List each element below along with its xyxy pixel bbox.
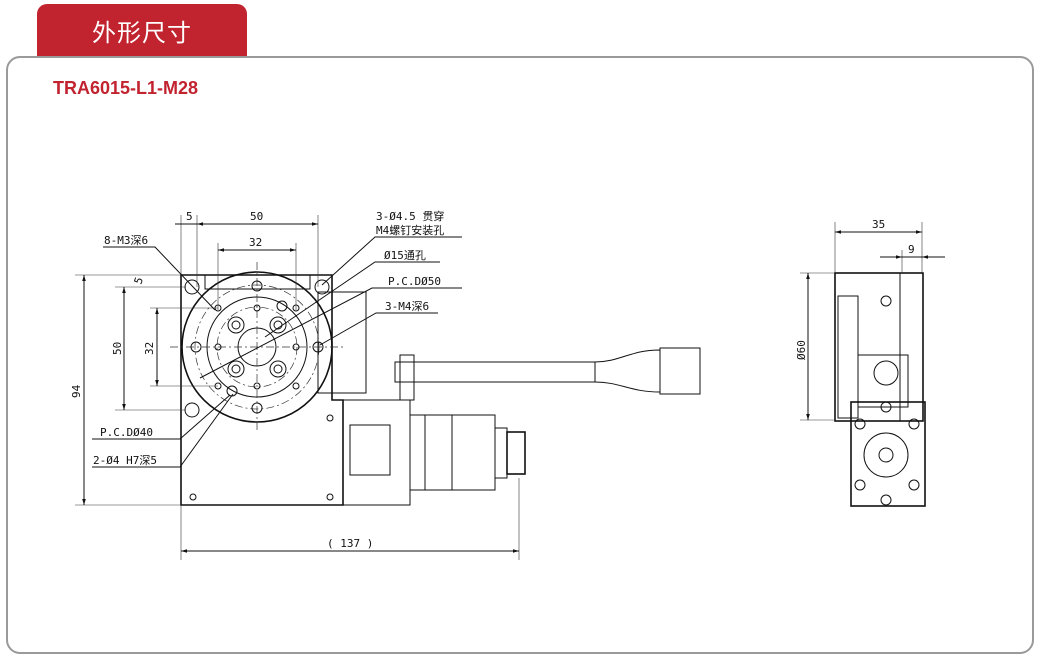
dimension-label: 5	[186, 210, 193, 223]
dimension-label: Ø15通孔	[384, 249, 426, 262]
drawing-panel	[6, 56, 1034, 654]
dimension-label: 35	[872, 218, 885, 231]
dimension-label: 94	[70, 384, 83, 398]
dimension-label: 3-M4深6	[385, 300, 429, 313]
front-view	[170, 262, 701, 506]
dimension-label: ( 137 )	[327, 537, 373, 550]
dimension-label: Ø60	[795, 340, 808, 360]
dimension-label: 9	[908, 243, 915, 256]
dimension-label: 3-Ø4.5 贯穿	[376, 209, 444, 223]
dimension-label: 8-M3深6	[104, 234, 148, 247]
side-view	[834, 272, 926, 507]
front-dimensions: 5 50 32 94 50 32 5 ( 137 ) 8-M3深6 3-Ø4.5…	[70, 209, 520, 560]
section-tab-dimensions[interactable]: 外形尺寸	[37, 4, 247, 56]
dimension-label: P.C.DØ50	[388, 275, 441, 288]
model-number: TRA6015-L1-M28	[53, 78, 199, 98]
dimension-label: 32	[249, 236, 262, 249]
dimension-label: 50	[250, 210, 263, 223]
dimension-label: 5	[132, 275, 146, 286]
dimension-label: 50	[111, 342, 124, 355]
dimension-label: M4螺钉安装孔	[376, 223, 444, 237]
dimension-label: 2-Ø4 H7深5	[93, 454, 157, 467]
dimension-label: P.C.DØ40	[100, 426, 153, 439]
side-dimensions: 35 9 Ø60	[795, 218, 945, 421]
dimension-label: 32	[143, 342, 156, 355]
